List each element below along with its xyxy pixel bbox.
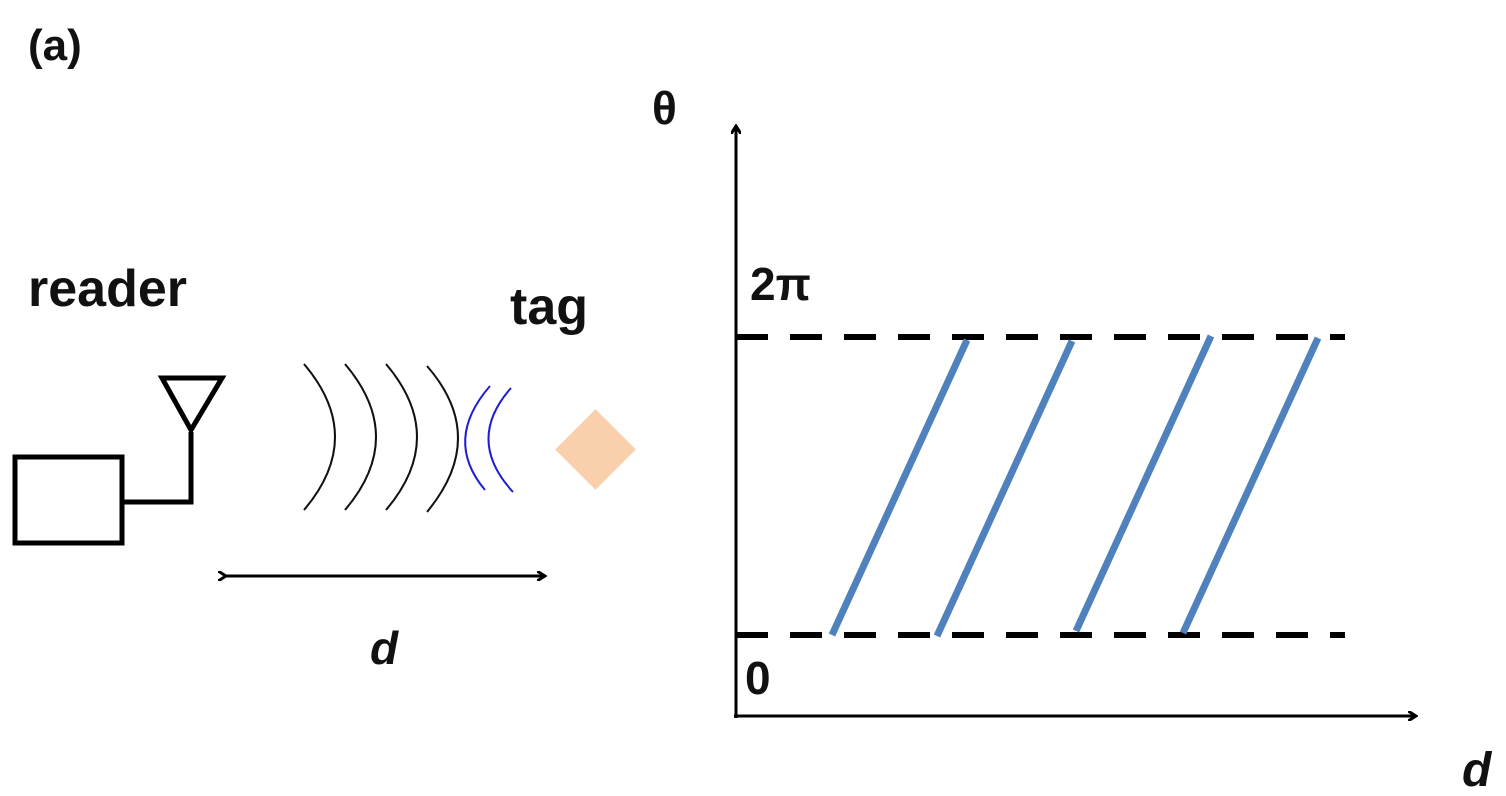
- wave-arc: [344, 363, 377, 511]
- wave-arc: [385, 363, 418, 511]
- phase-ramp: [933, 339, 1076, 638]
- phase-ramp: [1072, 334, 1215, 633]
- phase-ramp: [1179, 336, 1322, 635]
- wave-arc: [426, 365, 459, 513]
- phase-ramp: [828, 338, 971, 637]
- wave-arc-near: [464, 385, 491, 491]
- reader-label: reader: [28, 260, 187, 318]
- antenna-icon: [157, 375, 227, 436]
- reader-box: [12, 454, 125, 546]
- panel-label: (a): [28, 21, 82, 70]
- upper-level-label: 2π: [750, 258, 811, 310]
- reader-cable: [122, 432, 194, 505]
- phase-ramps: [828, 334, 1322, 638]
- y-axis-label: θ: [652, 82, 677, 134]
- wavefronts: [303, 363, 514, 513]
- distance-label: d: [370, 622, 399, 674]
- wave-arc-near: [487, 387, 514, 493]
- tag-icon: [555, 409, 636, 490]
- x-axis-label: d: [1462, 744, 1493, 796]
- tag-label: tag: [510, 278, 588, 336]
- lower-level-label: 0: [745, 652, 771, 704]
- wave-arc: [303, 363, 336, 511]
